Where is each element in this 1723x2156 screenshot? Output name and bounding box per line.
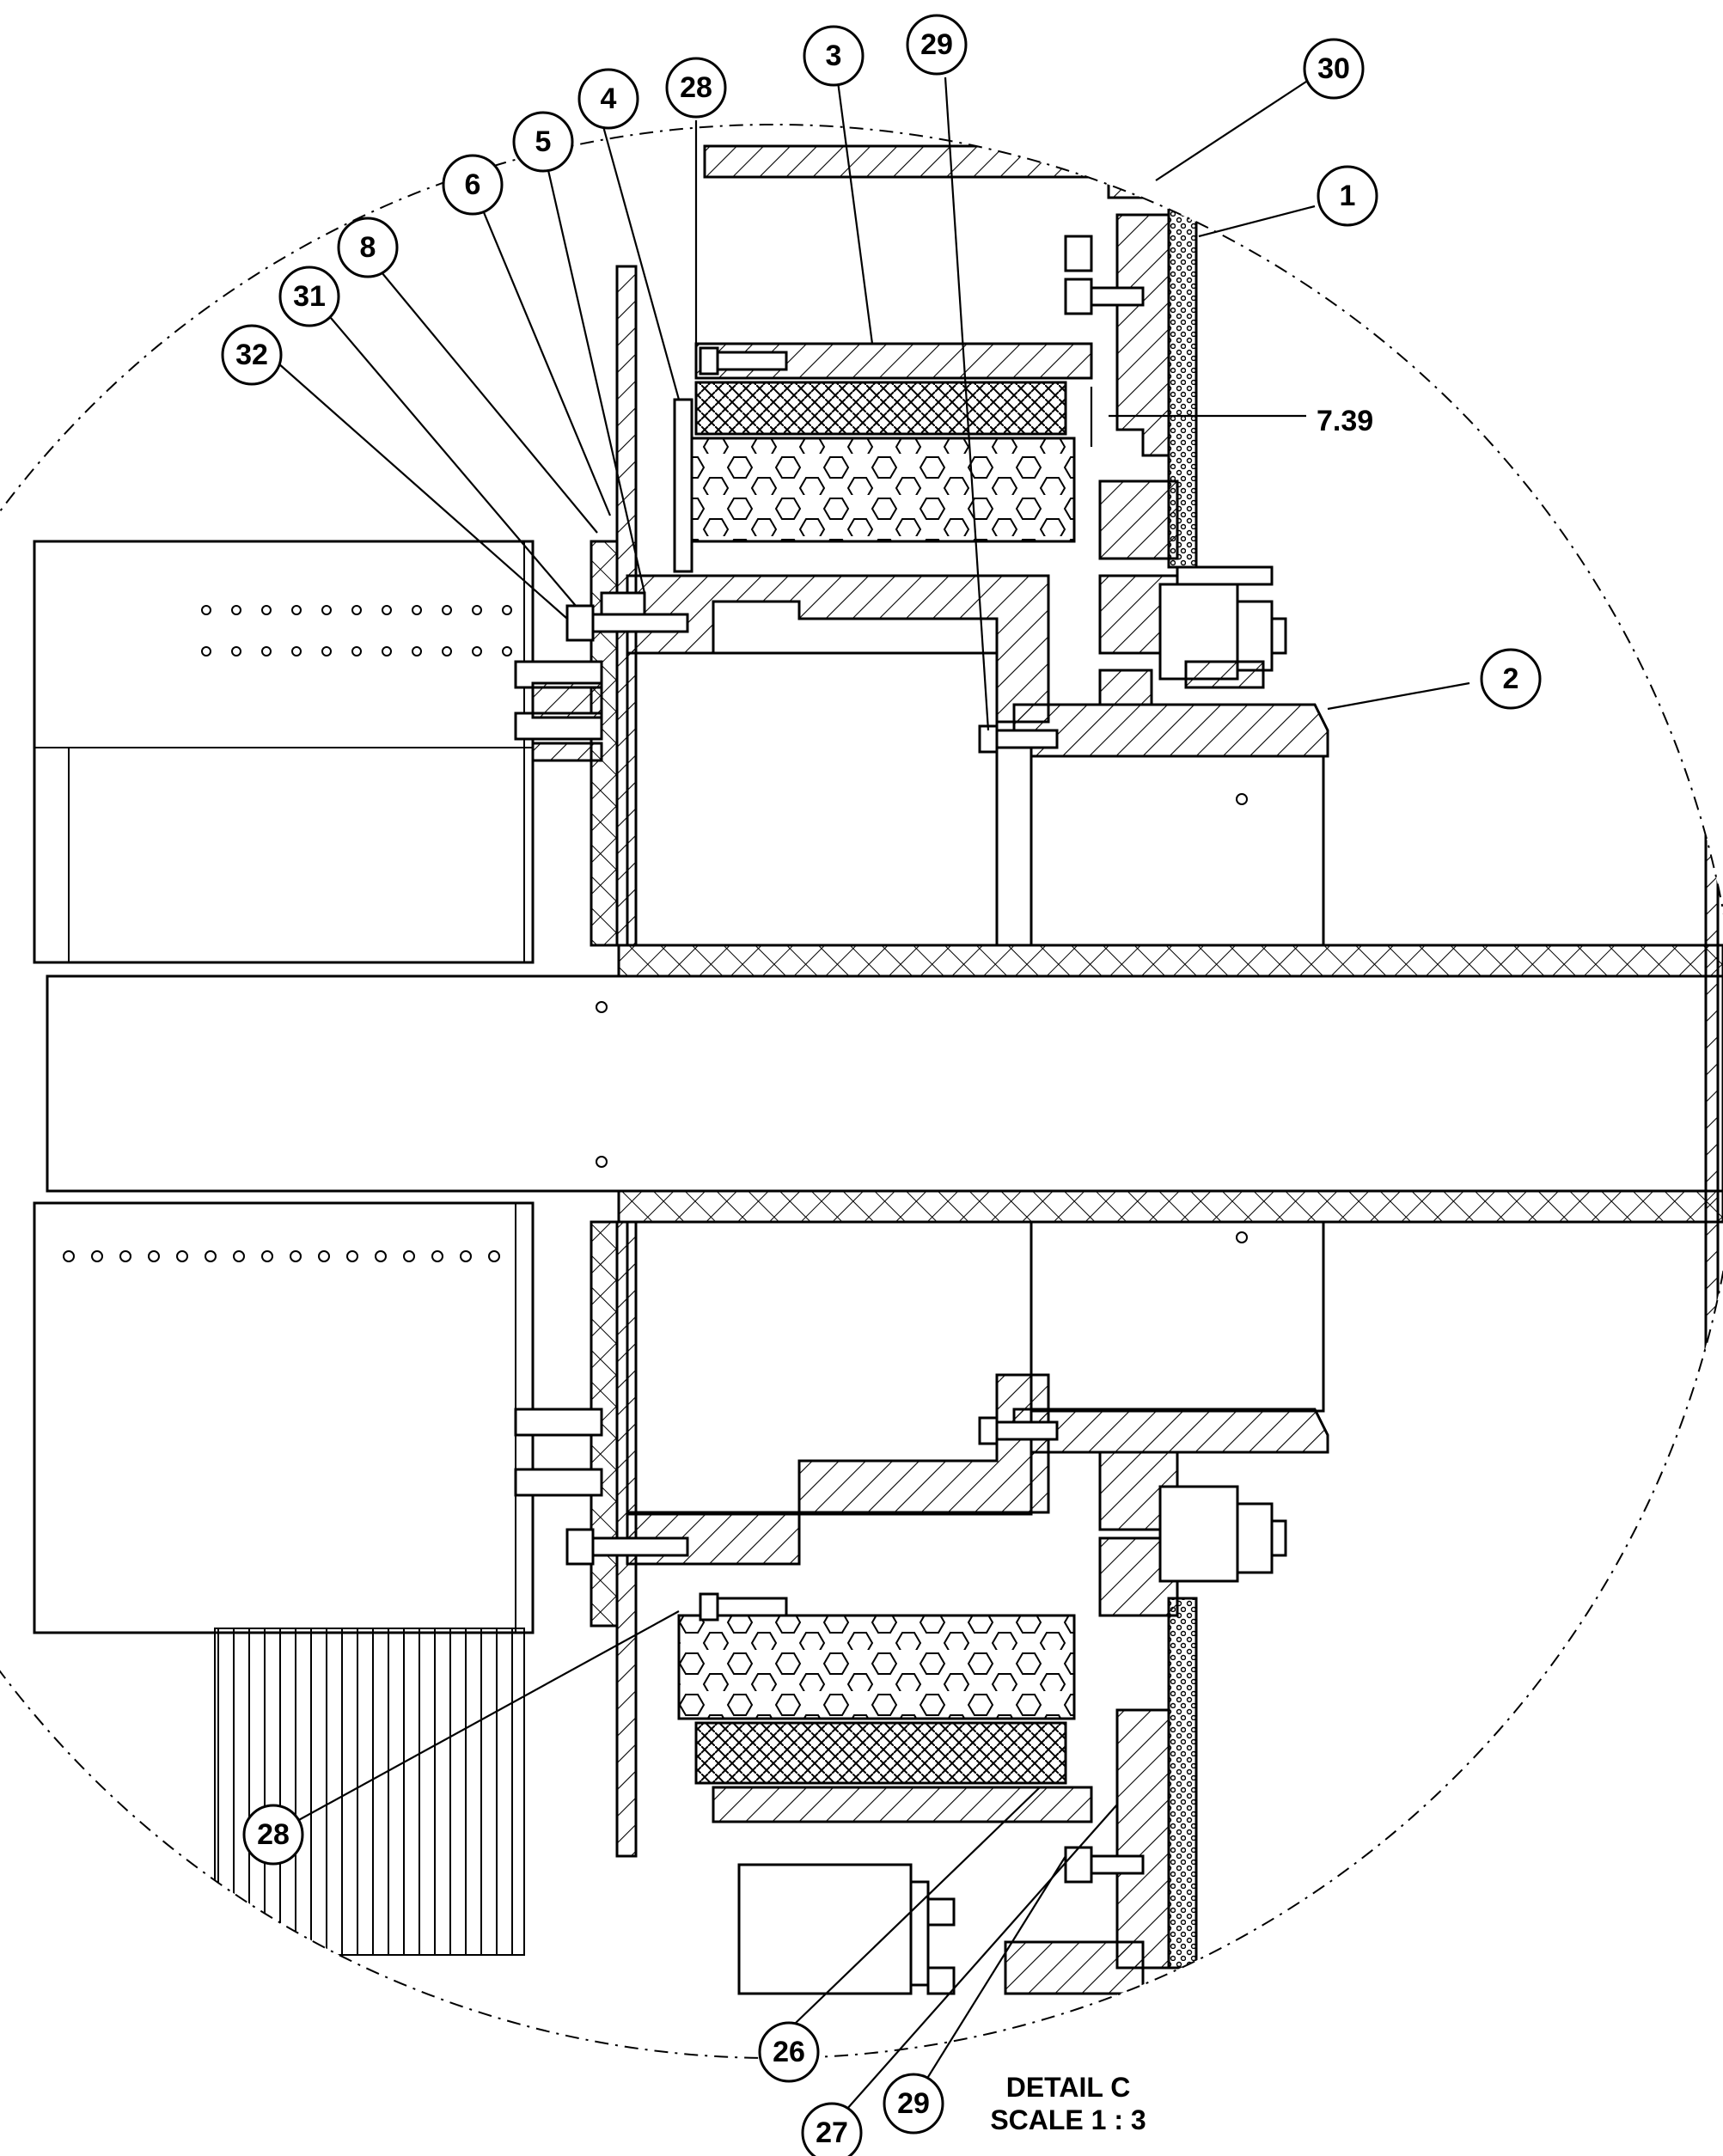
seal-ring-upper (694, 381, 1067, 436)
balloon-3: 3 (803, 25, 865, 87)
part-4-plate-upper (673, 398, 693, 573)
balloon-4: 4 (577, 68, 639, 130)
svg-text:27: 27 (816, 2116, 848, 2149)
svg-text:30: 30 (1317, 52, 1350, 85)
balloon-30: 30 (1303, 38, 1365, 100)
leader-lines (270, 76, 1470, 2110)
svg-text:6: 6 (465, 168, 481, 201)
svg-text:29: 29 (897, 2087, 930, 2120)
perforated-housing-lower (33, 1201, 535, 1956)
balloon-32: 32 (221, 324, 283, 386)
balloon-1: 1 (1317, 165, 1378, 227)
fasteners-upper (514, 235, 1145, 762)
part-3-carrier-upper (694, 342, 1093, 380)
upper-housing-end (1107, 144, 1162, 199)
balloon-29-bottom: 29 (883, 2073, 944, 2135)
balloon-5: 5 (512, 111, 574, 173)
assembly-section (33, 144, 1723, 1995)
end-disc (1704, 746, 1720, 1420)
bearing-cluster-upper (1098, 479, 1287, 706)
scale-label: SCALE 1 : 3 (990, 2104, 1146, 2135)
svg-text:28: 28 (257, 1818, 290, 1851)
part-1-friction-plate-lower (1167, 1597, 1198, 1970)
svg-text:3: 3 (826, 40, 842, 72)
balloon-27: 27 (801, 2102, 863, 2156)
svg-text:31: 31 (293, 280, 326, 313)
svg-text:8: 8 (360, 231, 376, 264)
svg-text:26: 26 (773, 2036, 805, 2068)
detail-label: DETAIL C (1006, 2072, 1131, 2103)
flange-hub-upper (1115, 213, 1170, 457)
honeycomb-filter-upper (677, 437, 1076, 543)
svg-text:32: 32 (235, 339, 268, 371)
perforated-housing-upper (33, 540, 535, 964)
part-2-hub-upper (1012, 703, 1329, 758)
balloon-28-top: 28 (665, 57, 727, 119)
svg-text:2: 2 (1503, 663, 1519, 695)
honeycomb-filter-lower (677, 1614, 1076, 1720)
detail-boundary-circle (0, 124, 1723, 2059)
dimension-label: 7.39 (1317, 405, 1373, 437)
shaft-tube-lower-wall (617, 1189, 1723, 1224)
balloon-29-top: 29 (906, 14, 968, 76)
balloon-2: 2 (1480, 648, 1542, 710)
shaft-bore (46, 974, 1723, 1193)
svg-text:4: 4 (601, 82, 617, 115)
balloon-31: 31 (278, 266, 340, 327)
part-26-carrier-lower (712, 1786, 1093, 1823)
balloon-28-bottom: 28 (242, 1804, 304, 1866)
svg-text:1: 1 (1340, 180, 1356, 212)
shaft-tube-upper-wall (617, 944, 1723, 978)
balloon-8: 8 (337, 217, 399, 278)
seal-ring-lower (694, 1721, 1067, 1785)
upper-housing-cap (703, 144, 1119, 179)
svg-text:29: 29 (920, 28, 953, 61)
balloon-26: 26 (758, 2021, 820, 2083)
lower-section (514, 1220, 1329, 1995)
svg-text:5: 5 (535, 125, 552, 158)
balloon-6: 6 (442, 154, 504, 216)
svg-text:28: 28 (680, 71, 712, 104)
